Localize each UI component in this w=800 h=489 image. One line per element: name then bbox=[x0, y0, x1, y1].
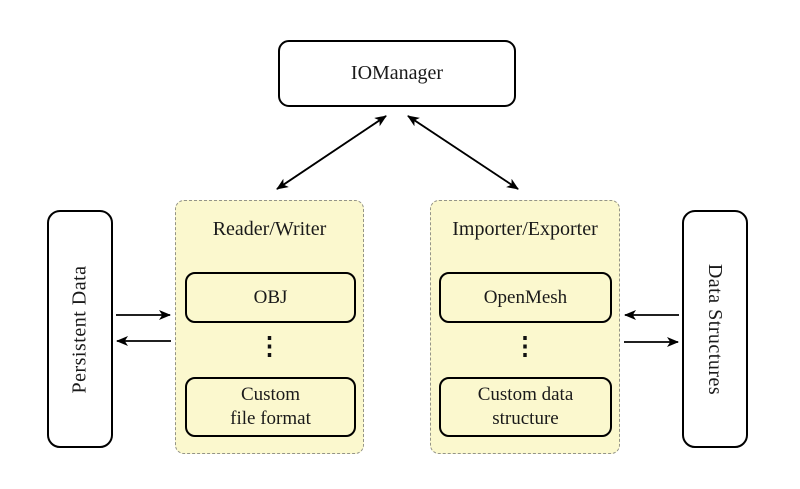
data-structures-node: Data Structures bbox=[682, 210, 748, 448]
arrow-importer-exporter-to-io bbox=[407, 115, 519, 190]
importer-exporter-title: Importer/Exporter bbox=[452, 218, 598, 240]
custom-data-structure-node: Custom data structure bbox=[439, 377, 612, 437]
data-structures-label: Data Structures bbox=[704, 263, 727, 395]
persistent-data-node: Persistent Data bbox=[47, 210, 113, 448]
arrow-reader-writer-to-io bbox=[276, 115, 387, 190]
persistent-data-label: Persistent Data bbox=[68, 264, 91, 394]
custom-data-structure-line2: structure bbox=[492, 408, 559, 429]
reader-writer-ellipsis: ⋮ bbox=[257, 333, 282, 360]
openmesh-label: OpenMesh bbox=[483, 286, 568, 308]
custom-file-format-node: Custom file format bbox=[185, 377, 356, 437]
io-manager-label: IOManager bbox=[350, 62, 444, 84]
reader-writer-panel: Reader/Writer OBJ ⋮ Custom file format bbox=[175, 200, 364, 454]
custom-file-format-line2: file format bbox=[230, 408, 311, 429]
importer-exporter-ellipsis: ⋮ bbox=[512, 333, 538, 360]
importer-exporter-panel: Importer/Exporter OpenMesh ⋮ Custom data… bbox=[430, 200, 620, 454]
arrow-io-to-importer-exporter bbox=[407, 115, 519, 190]
obj-label: OBJ bbox=[253, 286, 288, 308]
obj-node: OBJ bbox=[185, 272, 356, 323]
custom-data-structure-line1: Custom data bbox=[477, 384, 574, 406]
io-manager-node: IOManager bbox=[278, 40, 516, 107]
reader-writer-title: Reader/Writer bbox=[212, 218, 327, 240]
custom-file-format-line1: Custom bbox=[240, 384, 301, 406]
openmesh-node: OpenMesh bbox=[439, 272, 612, 323]
arrow-io-to-reader-writer bbox=[276, 115, 387, 190]
